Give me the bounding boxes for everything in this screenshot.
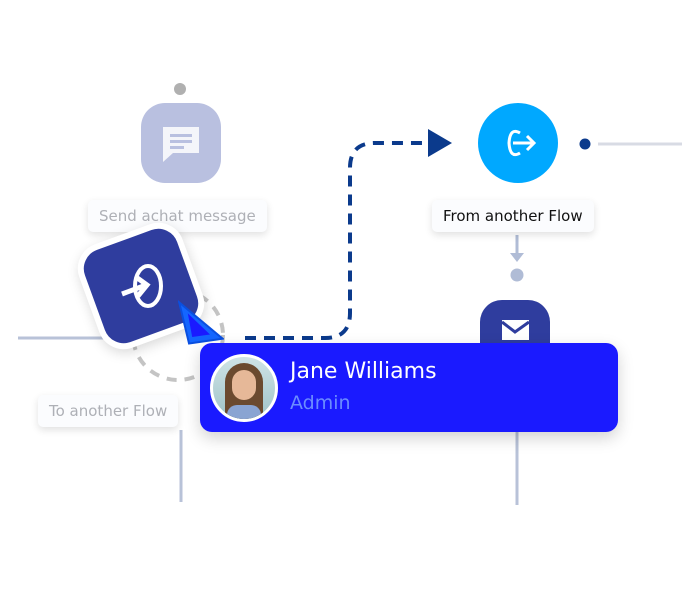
send-chat-label: Send achat message: [88, 200, 267, 232]
exit-flow-icon: [507, 129, 537, 157]
send-chat-node[interactable]: [141, 103, 221, 183]
to-another-flow-label: To another Flow: [38, 395, 179, 427]
user-card[interactable]: Jane Williams Admin: [200, 343, 618, 432]
avatar: [210, 354, 278, 422]
user-role: Admin: [290, 392, 351, 414]
from-another-flow-node[interactable]: [478, 103, 558, 183]
mail-icon: [501, 320, 530, 340]
enter-flow-icon: [121, 264, 163, 308]
cursor-pointer-icon: [178, 299, 224, 345]
chat-message-icon: [163, 127, 199, 162]
user-name: Jane Williams: [290, 359, 437, 384]
to-another-flow-node[interactable]: [70, 215, 212, 357]
from-another-flow-label: From another Flow: [432, 200, 594, 232]
